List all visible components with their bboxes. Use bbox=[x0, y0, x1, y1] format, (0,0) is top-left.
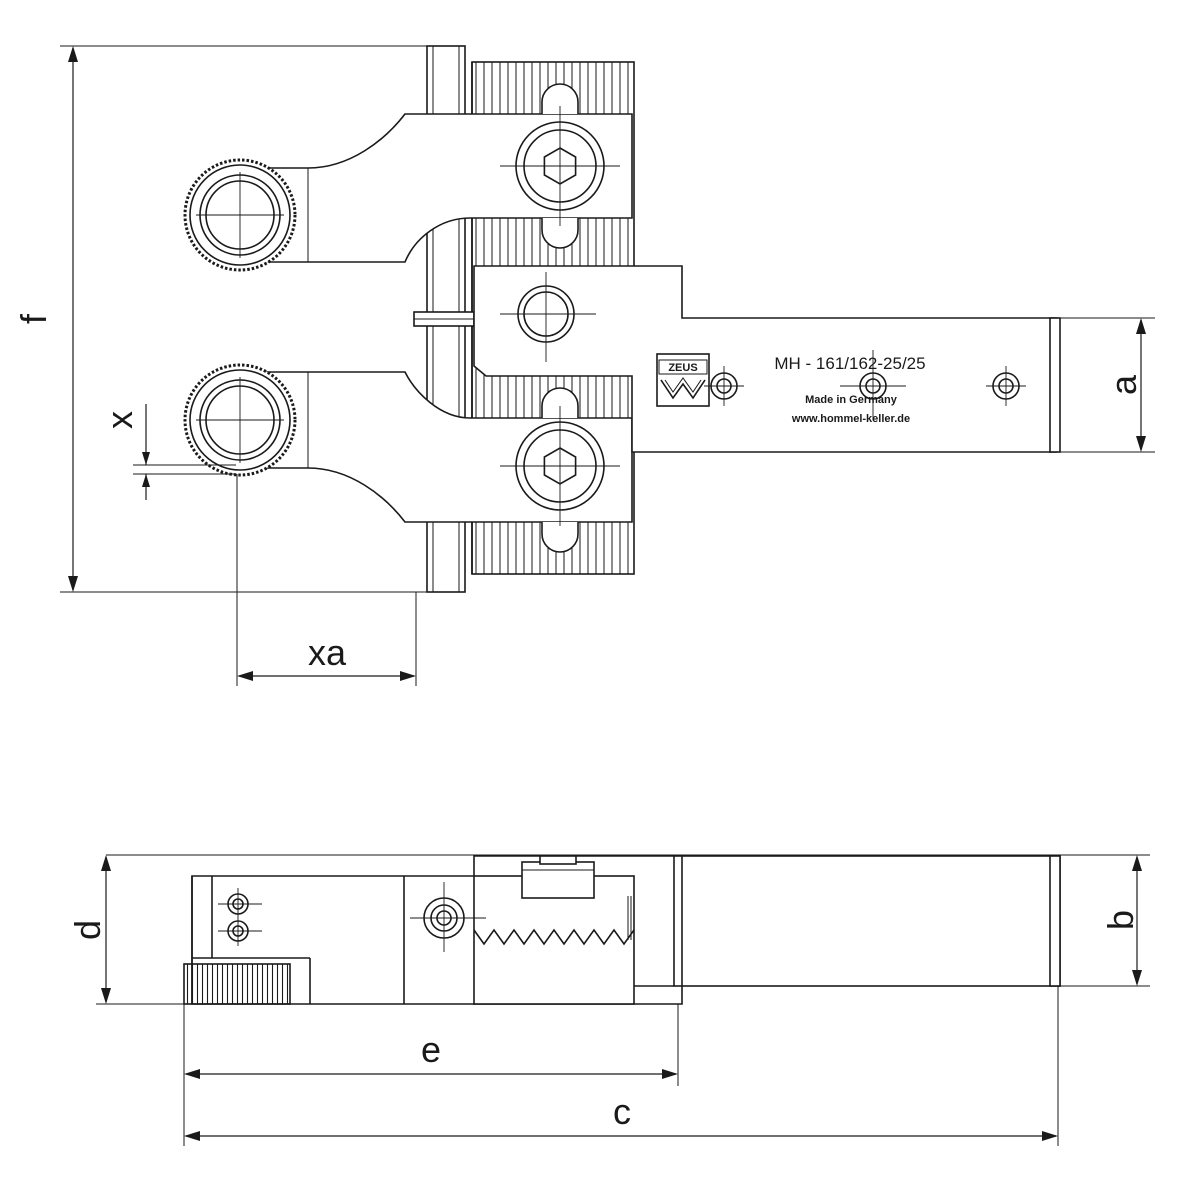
knurl-wheel-lower-icon bbox=[183, 363, 297, 477]
hex-screw-lower-icon bbox=[500, 406, 620, 526]
shank-hole-right-icon bbox=[986, 366, 1026, 406]
dimension-f: f bbox=[13, 45, 465, 593]
dimension-d: d bbox=[67, 855, 192, 1005]
dimension-c: c bbox=[184, 986, 1059, 1146]
dimension-f-label: f bbox=[13, 313, 54, 324]
knurl-wheel-upper-icon bbox=[183, 158, 297, 272]
shank-hole-left-icon bbox=[704, 366, 744, 406]
dimension-b: b bbox=[1060, 855, 1150, 987]
hex-screw-upper-icon bbox=[500, 106, 620, 226]
zeus-logo: ZEUS bbox=[656, 353, 710, 407]
dimension-a-label: a bbox=[1103, 374, 1144, 395]
website-text: www.hommel-keller.de bbox=[791, 413, 910, 425]
dimension-c-label: c bbox=[613, 1091, 631, 1132]
side-view: d b e c bbox=[67, 854, 1150, 1146]
tool-shank bbox=[473, 265, 1061, 453]
toothed-insert bbox=[473, 855, 635, 1005]
model-number: MH - 161/162-25/25 bbox=[774, 354, 925, 373]
dimension-a: a bbox=[1060, 317, 1155, 453]
side-knurl-wheel-icon bbox=[183, 963, 291, 1005]
logo-text: ZEUS bbox=[668, 362, 697, 374]
made-in-text: Made in Germany bbox=[805, 394, 898, 406]
top-view: ZEUS MH - 161/162-25/25 Made in Germany … bbox=[13, 45, 1155, 686]
dimension-e: e bbox=[183, 1004, 679, 1146]
side-holes-icon bbox=[218, 888, 262, 946]
dimension-x-label: x bbox=[99, 411, 140, 429]
pivot-screw-icon bbox=[500, 272, 596, 362]
shank-hole-middle-icon bbox=[840, 350, 906, 420]
adjust-slots bbox=[541, 83, 579, 553]
dimension-xa: xa bbox=[236, 474, 417, 686]
dimension-b-label: b bbox=[1100, 910, 1141, 930]
side-shank bbox=[634, 855, 1061, 987]
side-screw-icon bbox=[410, 882, 486, 952]
dimension-e-label: e bbox=[421, 1029, 441, 1070]
dimension-d-label: d bbox=[67, 920, 108, 940]
dimension-xa-label: xa bbox=[308, 632, 347, 673]
dimension-x: x bbox=[99, 404, 236, 500]
